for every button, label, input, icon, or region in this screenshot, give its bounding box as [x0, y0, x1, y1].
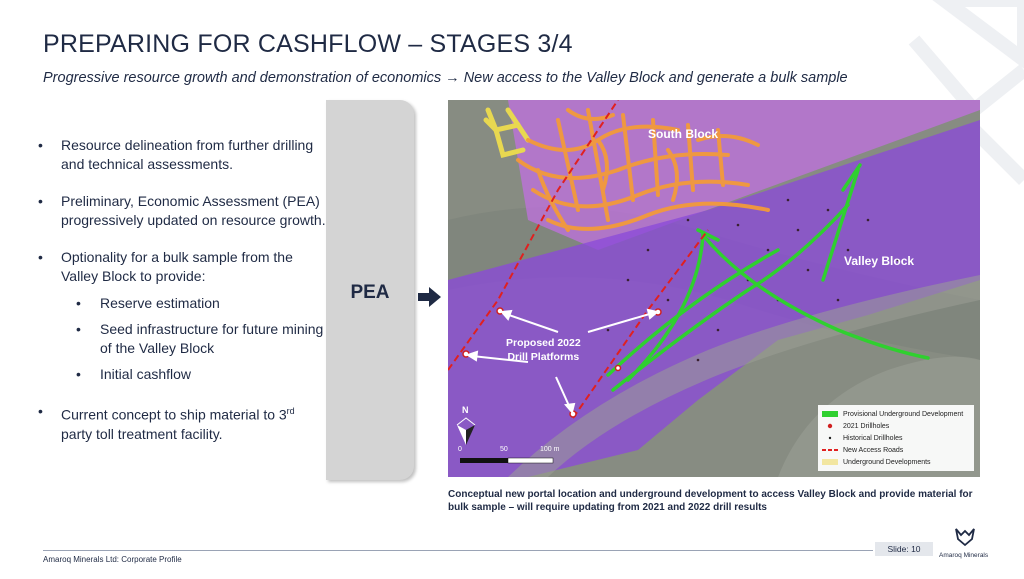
bullet-bulk-sample: Optionality for a bulk sample from the V… — [38, 248, 328, 286]
sub-bullet-infrastructure: Seed infrastructure for future mining of… — [76, 320, 328, 358]
page-subtitle: Progressive resource growth and demonstr… — [43, 70, 848, 86]
bullet-toll-text-end: party toll treatment facility. — [61, 425, 223, 442]
scale-bar — [460, 457, 554, 464]
drill-platforms-line-2: Drill Platforms — [507, 351, 580, 363]
logo-text: Amaroq Minerals — [939, 552, 989, 559]
footer-company: Amaroq Minerals Ltd: Corporate Profile — [43, 555, 182, 564]
bullet-pea: Preliminary, Economic Assessment (PEA) p… — [38, 192, 328, 230]
legend-item-underground: Provisional Underground Development — [822, 409, 963, 419]
north-arrow-icon — [456, 417, 476, 445]
company-logo: Amaroq Minerals — [939, 527, 988, 559]
legend-label: New Access Roads — [843, 446, 904, 454]
historical-workings — [516, 108, 770, 232]
green-bar-icon — [822, 411, 838, 417]
callout-arrows — [465, 308, 660, 415]
label-valley-block: Valley Block — [844, 254, 915, 268]
legend-label: 2021 Drillholes — [843, 422, 890, 430]
stage-box-pea: PEA — [326, 100, 414, 480]
scale-label-mid: 50 — [500, 446, 508, 453]
map-caption: Conceptual new portal location and under… — [448, 489, 973, 513]
bullet-list: Resource delineation from further drilli… — [38, 136, 328, 462]
map-legend: Provisional Underground Development 2021… — [818, 405, 974, 471]
page-title: PREPARING FOR CASHFLOW – STAGES 3/4 — [43, 30, 573, 58]
scale-label-zero: 0 — [458, 446, 462, 453]
sub-bullet-list: Reserve estimation Seed infrastructure f… — [38, 294, 328, 384]
legend-item-historical-drillholes: Historical Drillholes — [822, 433, 903, 443]
slide-number: Slide: 10 — [875, 542, 933, 556]
arrow-right-icon — [418, 287, 441, 307]
footer-divider — [43, 550, 873, 551]
sub-bullet-reserve: Reserve estimation — [76, 294, 328, 313]
legend-item-2021-drillholes: 2021 Drillholes — [822, 421, 889, 431]
red-dashed-line-icon — [822, 446, 838, 454]
scale-label-end: 100 m — [540, 446, 560, 453]
red-circle-icon — [822, 422, 838, 430]
label-south-block: South Block — [648, 127, 719, 141]
drill-platforms-line-1: Proposed 2022 — [506, 337, 581, 349]
stage-box-label: PEA — [350, 282, 390, 303]
legend-item-underground-developments: Underground Developments — [822, 457, 931, 467]
sub-bullet-cashflow: Initial cashflow — [76, 365, 328, 384]
legend-label: Underground Developments — [843, 458, 931, 466]
legend-item-access-roads: New Access Roads — [822, 445, 903, 455]
bullet-toll-treatment: Current concept to ship material to 3rd … — [38, 402, 328, 444]
bullet-toll-text: Current concept to ship material to 3 — [61, 406, 287, 423]
legend-label: Provisional Underground Development — [843, 410, 964, 418]
bullet-resource: Resource delineation from further drilli… — [38, 136, 328, 174]
underground-developments — [483, 107, 531, 159]
site-map: South Block Valley Block Proposed 2022 D… — [448, 100, 980, 477]
label-drill-platforms: Proposed 2022 Drill Platforms — [506, 336, 581, 364]
new-access-roads — [448, 100, 709, 419]
bullet-toll-sup: rd — [286, 406, 295, 416]
yellow-bar-icon — [822, 459, 838, 465]
provisional-underground-development — [606, 163, 930, 392]
dark-dot-icon — [822, 434, 838, 442]
legend-label: Historical Drillholes — [843, 434, 903, 442]
wolf-logo-icon — [955, 528, 975, 547]
north-label: N — [462, 405, 469, 415]
